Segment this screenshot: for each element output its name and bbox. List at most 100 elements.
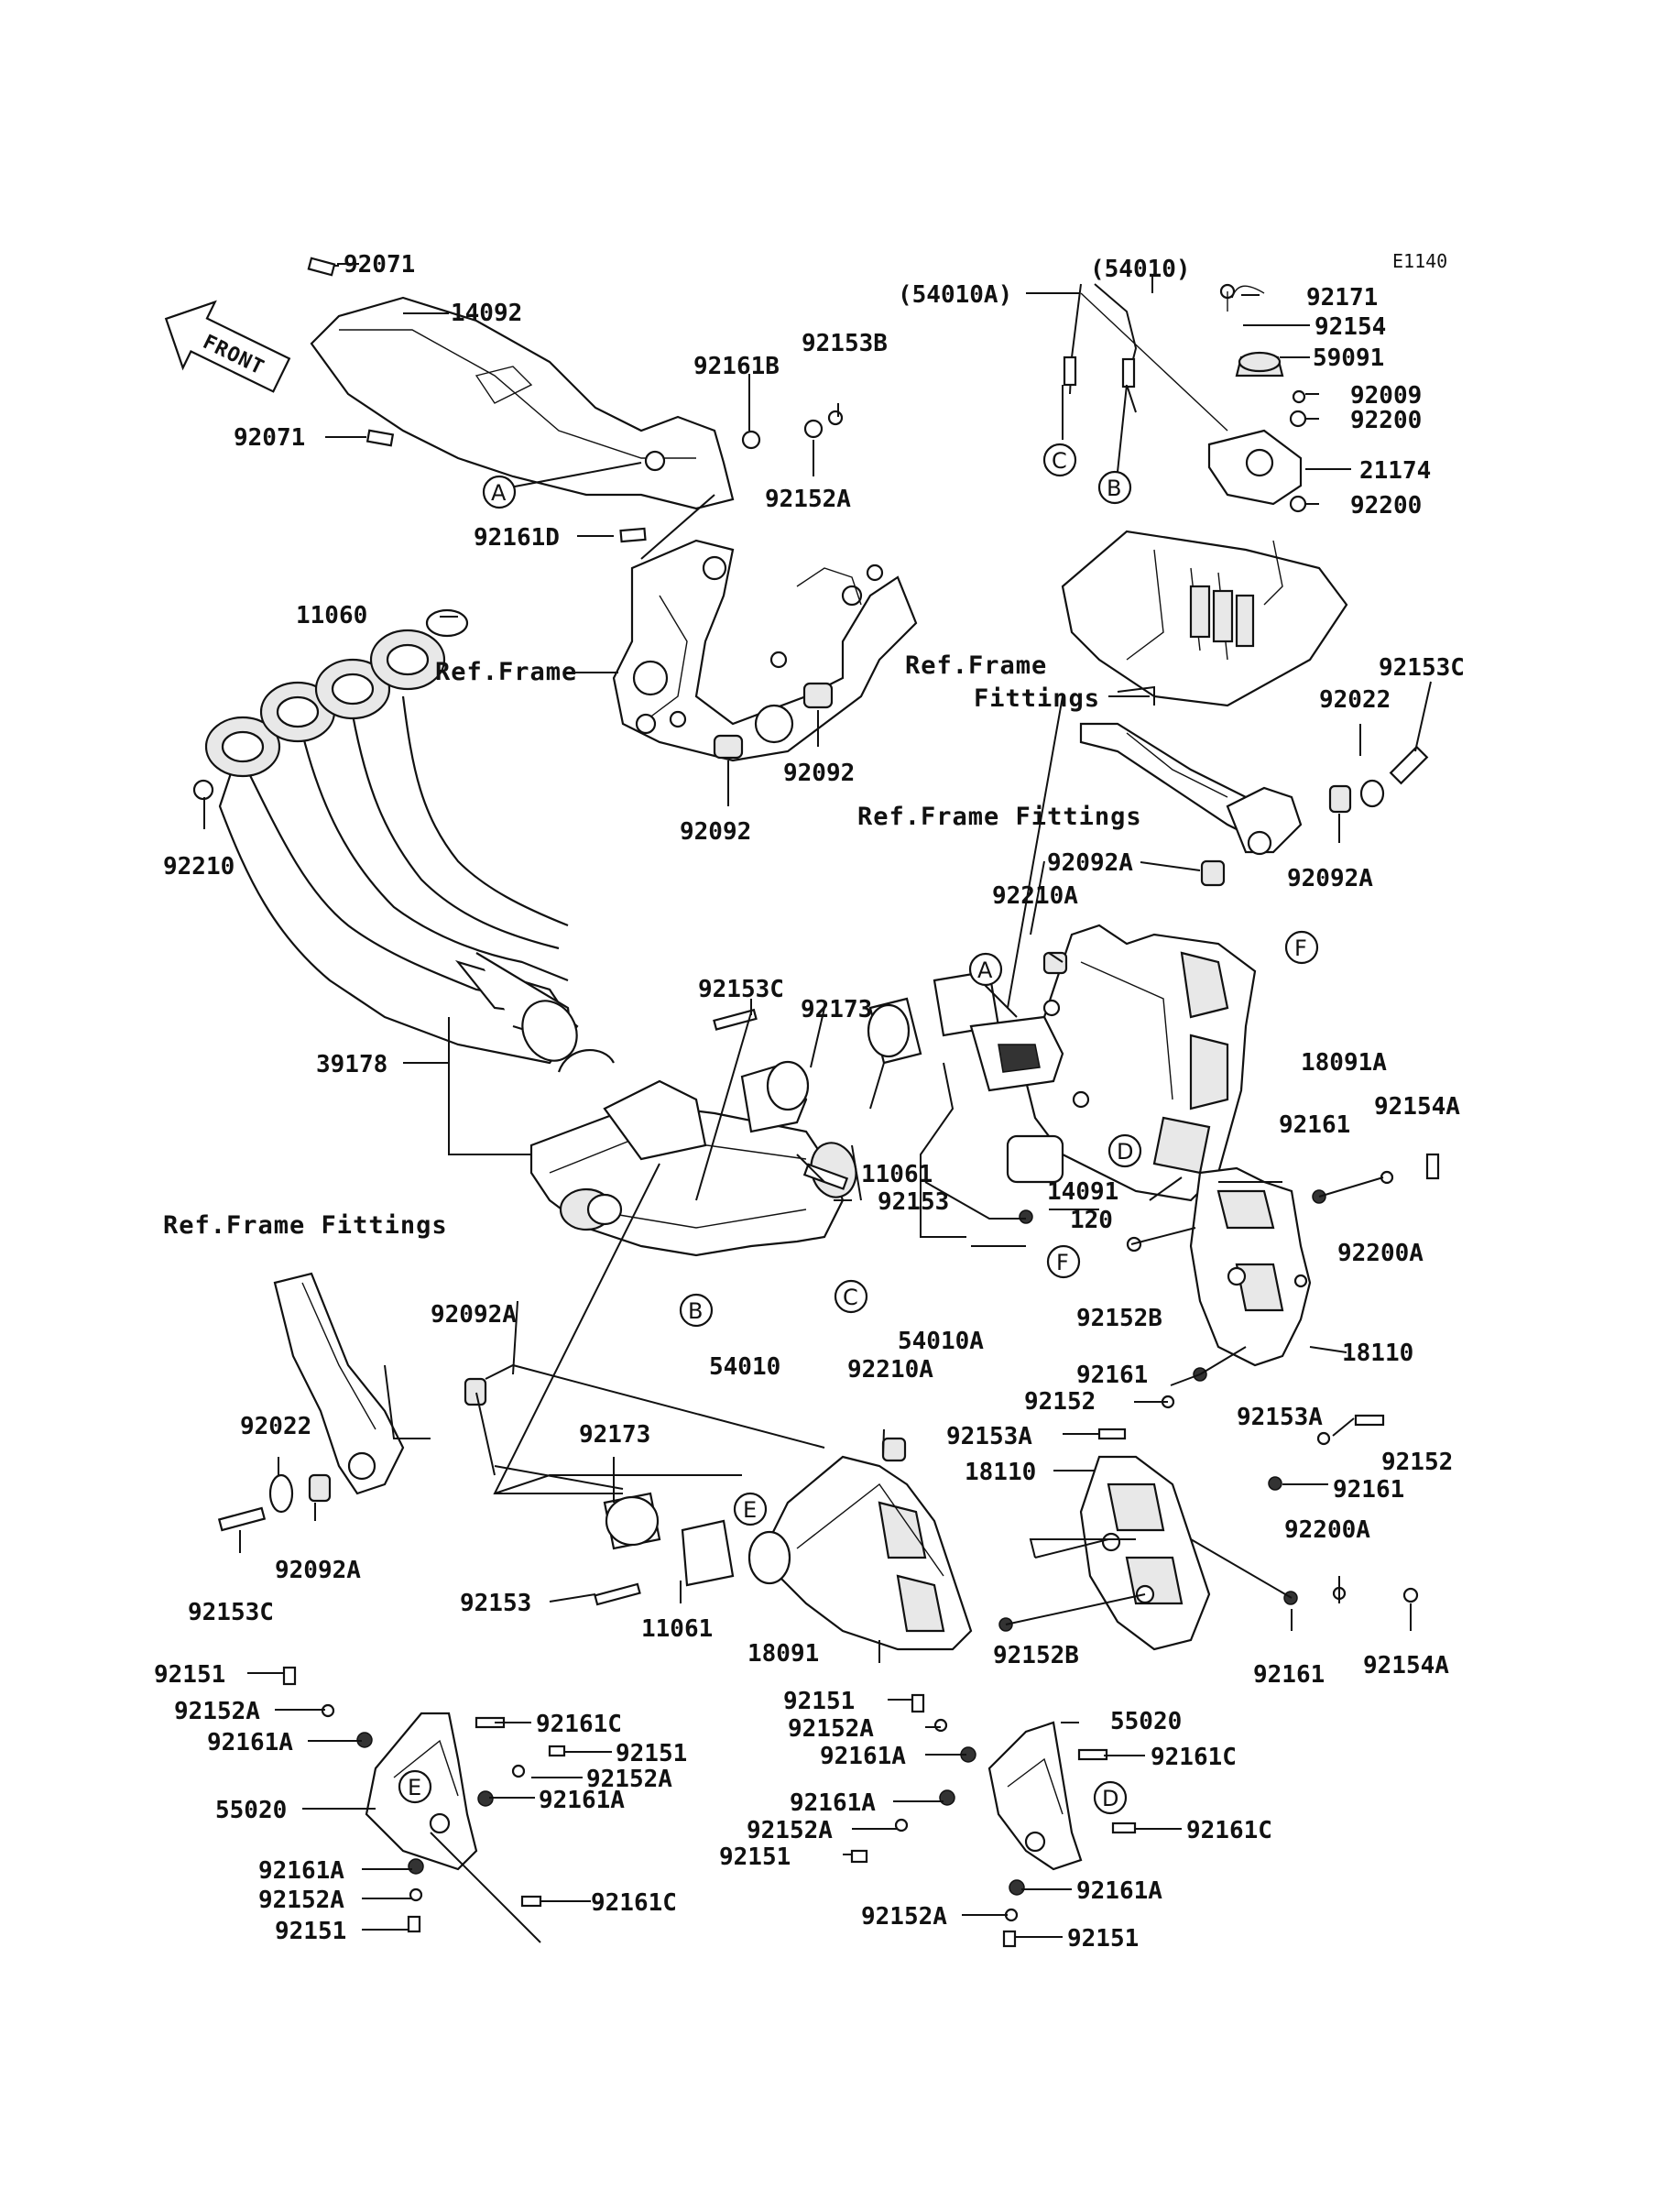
label-92152-r2: 92152: [1024, 1388, 1096, 1416]
label-92152b-r1: 92152B: [1076, 1305, 1162, 1332]
label-92152a-r1: 92152A: [788, 1715, 874, 1743]
callout-b-mid: B: [679, 1293, 714, 1328]
svg-text:B: B: [688, 1298, 703, 1324]
label-92161a-l1: 92161A: [207, 1729, 293, 1756]
label-92200-top: 92200: [1350, 407, 1422, 434]
label-18091: 18091: [747, 1640, 819, 1668]
label-92161c-r1: 92161C: [1151, 1744, 1237, 1771]
svg-text:D: D: [1102, 1786, 1118, 1811]
label-92022-left: 92022: [240, 1413, 311, 1440]
ref-frame-fittings-label-a: Ref.Frame: [905, 651, 1047, 680]
callout-d-low: D: [1093, 1780, 1128, 1815]
svg-text:C: C: [1052, 448, 1067, 474]
label-92154a-low: 92154A: [1363, 1652, 1449, 1679]
label-92022-right: 92022: [1319, 686, 1391, 714]
callout-f-mid: F: [1046, 1244, 1081, 1279]
control-cables: [1063, 283, 1228, 432]
callout-circles: A A C B F D F B C E E D: [398, 443, 1319, 1815]
label-92173-low: 92173: [579, 1421, 650, 1449]
label-59091: 59091: [1313, 345, 1384, 372]
muffler-cover-18110-upper: [1189, 1166, 1312, 1367]
svg-text:D: D: [1117, 1139, 1133, 1165]
muffler-cover-18110-lower: [1079, 1455, 1211, 1651]
label-92092a-right: 92092A: [1287, 865, 1373, 892]
label-92009: 92009: [1350, 382, 1422, 410]
label-92151-r2: 92151: [719, 1843, 791, 1871]
label-92154a-r1: 92154A: [1374, 1093, 1460, 1121]
label-92151-l2: 92151: [616, 1740, 687, 1767]
label-54010a-top: (54010A): [898, 281, 1012, 309]
valve-actuator-21174: [1207, 283, 1307, 513]
label-14092: 14092: [451, 300, 522, 327]
label-92153c-right: 92153C: [1379, 654, 1465, 682]
label-92161-r2: 92161: [1076, 1362, 1148, 1389]
svg-text:E: E: [743, 1497, 757, 1523]
label-92092a-mid: 92092A: [1047, 849, 1133, 877]
footrest-bracket-right: [1079, 722, 1303, 856]
label-14091: 14091: [1047, 1178, 1118, 1206]
label-92161a-l3: 92161A: [258, 1857, 344, 1885]
label-92092-right: 92092: [783, 760, 855, 787]
label-11061-low: 11061: [641, 1615, 713, 1643]
svg-text:B: B: [1107, 476, 1121, 501]
diagram-code: E1140: [1392, 250, 1447, 272]
part-labels: 92071 14092 92071 92161B 92153B 92152A 9…: [154, 251, 1465, 1953]
front-arrow: FRONT: [164, 300, 291, 393]
label-55020-left: 55020: [215, 1797, 287, 1824]
label-92153a-low: 92153A: [1237, 1404, 1323, 1431]
label-92152a-l3: 92152A: [258, 1887, 344, 1914]
label-21174: 21174: [1359, 457, 1431, 485]
footrest-bracket-left: [273, 1272, 405, 1495]
label-92071-bottom: 92071: [234, 424, 305, 452]
callout-c-top: C: [1042, 443, 1077, 477]
label-92200-bottom: 92200: [1350, 492, 1422, 520]
label-92161a-r3: 92161A: [1076, 1877, 1162, 1905]
label-92151-l1: 92151: [154, 1661, 225, 1689]
label-92071-top: 92071: [344, 251, 415, 279]
label-92154: 92154: [1315, 313, 1386, 341]
label-92152a-l2: 92152A: [586, 1766, 672, 1793]
label-54010-top: (54010): [1090, 256, 1191, 283]
label-92151-r1: 92151: [783, 1688, 855, 1715]
callout-b-top: B: [1097, 470, 1132, 505]
label-92092a-left: 92092A: [431, 1301, 517, 1329]
label-92161c-l2: 92161C: [591, 1889, 677, 1917]
svg-text:A: A: [977, 957, 993, 983]
ref-frame-label: Ref.Frame: [435, 658, 577, 686]
label-92161a-r2: 92161A: [790, 1789, 876, 1817]
label-92161c-r2: 92161C: [1186, 1817, 1272, 1844]
label-92153c-mid: 92153C: [698, 976, 784, 1003]
label-92152a-r2: 92152A: [747, 1817, 833, 1844]
label-92161a-l2: 92161A: [539, 1787, 625, 1814]
callout-d-mid: D: [1107, 1133, 1142, 1168]
label-92153c-left: 92153C: [188, 1599, 274, 1626]
label-92152a-top: 92152A: [765, 486, 851, 513]
label-18110-r1: 18110: [1342, 1340, 1413, 1367]
label-120: 120: [1070, 1207, 1113, 1234]
exhaust-header: [192, 608, 579, 1065]
ref-frame-fittings-label-b: Fittings: [974, 684, 1100, 713]
label-92200a-r1: 92200A: [1337, 1240, 1424, 1267]
label-92152b-low: 92152B: [993, 1642, 1079, 1669]
callout-c-mid: C: [834, 1279, 868, 1314]
heat-shield-14092: [307, 257, 735, 543]
label-92161c-l1: 92161C: [536, 1711, 622, 1738]
ref-frame-fittings-label-d: Ref.Frame Fittings: [163, 1211, 448, 1240]
callout-a-top: A: [482, 475, 517, 509]
callout-f-right: F: [1284, 930, 1319, 965]
battery-case: [1061, 530, 1348, 707]
leader-lines: [203, 263, 1432, 1943]
label-92092-left: 92092: [680, 818, 751, 846]
label-92153a-r2: 92153A: [946, 1423, 1032, 1450]
label-92152a-l1: 92152A: [174, 1698, 260, 1725]
label-54010-mid: 54010: [709, 1353, 780, 1381]
callout-a-mid: A: [968, 952, 1003, 987]
label-92153-mid: 92153: [878, 1188, 949, 1216]
label-92152a-r3: 92152A: [861, 1903, 947, 1931]
label-18091a: 18091A: [1301, 1049, 1387, 1077]
muffler-right-18091a: [969, 924, 1257, 1202]
label-92161-low2: 92161: [1253, 1661, 1325, 1689]
label-92210a-low: 92210A: [847, 1356, 933, 1384]
label-92161-low: 92161: [1333, 1476, 1404, 1504]
